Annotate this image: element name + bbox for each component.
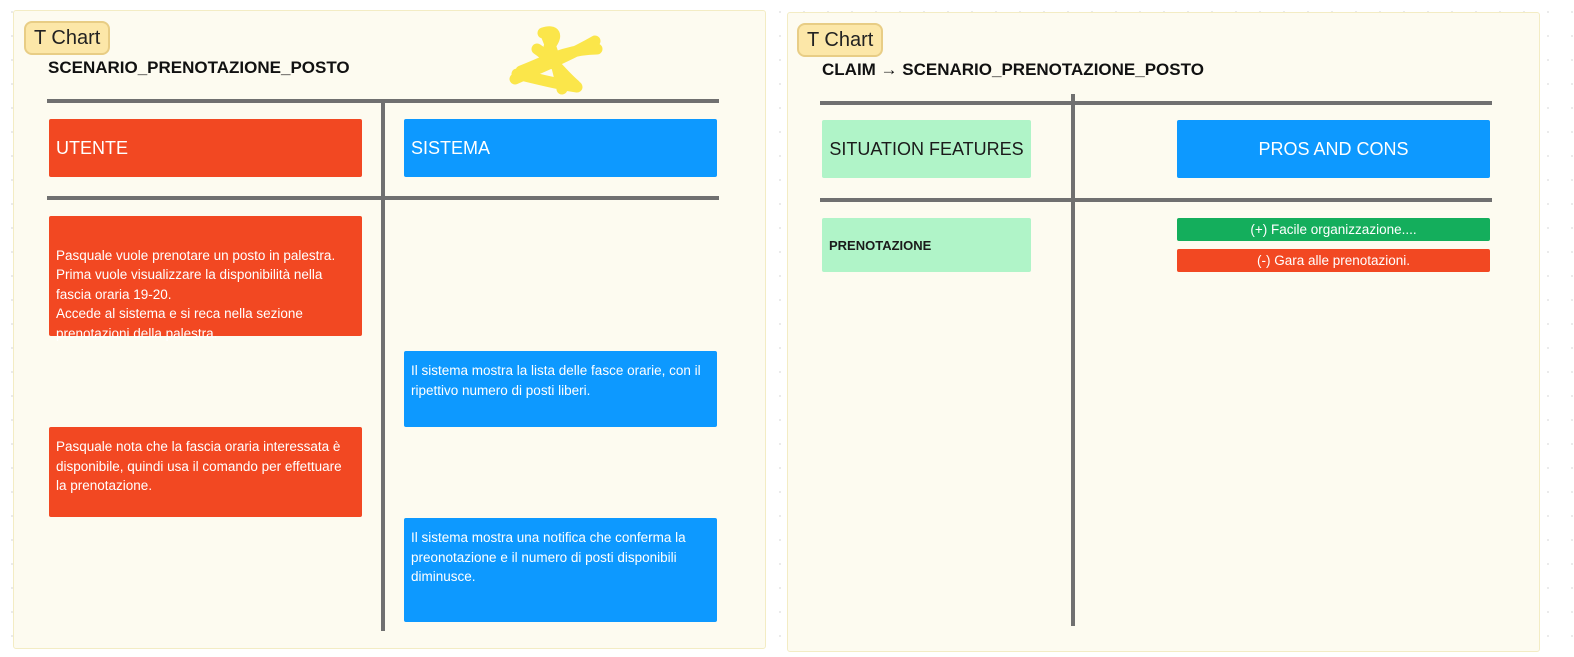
situation-features-label: SITUATION FEATURES <box>829 138 1024 159</box>
sistema-header-label: SISTEMA <box>411 137 491 158</box>
system-step-text: Il sistema mostra la lista delle fasce o… <box>411 363 701 398</box>
situation-features-header[interactable]: SITUATION FEATURES <box>822 120 1031 178</box>
feature-label: PRENOTAZIONE <box>829 237 932 253</box>
system-step-card[interactable]: Il sistema mostra la lista delle fasce o… <box>404 351 717 427</box>
sistema-header[interactable]: SISTEMA <box>404 119 717 177</box>
right-header-divider <box>820 198 1492 202</box>
highlighter-scribble[interactable] <box>507 19 607 99</box>
con-item[interactable]: (-) Gara alle prenotazioni. <box>1177 249 1490 272</box>
pros-and-cons-header[interactable]: PROS AND CONS <box>1177 120 1490 178</box>
pro-item[interactable]: (+) Facile organizzazione.... <box>1177 218 1490 241</box>
user-step-text: Pasquale vuole prenotare un posto in pal… <box>56 247 336 341</box>
user-step-card[interactable]: Pasquale nota che la fascia oraria inter… <box>49 427 362 517</box>
con-label: (-) Gara alle prenotazioni. <box>1256 253 1411 268</box>
left-center-divider <box>381 99 385 631</box>
right-frame-tag[interactable]: T Chart <box>797 23 884 57</box>
pros-and-cons-label: PROS AND CONS <box>1258 138 1409 159</box>
user-step-card[interactable]: Pasquale vuole prenotare un posto in pal… <box>49 216 362 341</box>
feature-card[interactable]: PRENOTAZIONE <box>822 218 1031 272</box>
pro-label: (+) Facile organizzazione.... <box>1250 222 1417 237</box>
system-step-text: Il sistema mostra una notifica che confe… <box>411 530 686 584</box>
utente-header[interactable]: UTENTE <box>49 119 362 177</box>
right-center-divider <box>1071 94 1075 626</box>
right-top-divider <box>820 101 1492 105</box>
left-frame-tag[interactable]: T Chart <box>24 21 111 55</box>
right-t-chart-frame[interactable]: T Chart CLAIM → SCENARIO_PRENOTAZIONE_PO… <box>787 12 1540 652</box>
utente-header-label: UTENTE <box>56 137 128 158</box>
left-chart-title: SCENARIO_PRENOTAZIONE_POSTO <box>48 58 350 77</box>
left-t-chart-frame[interactable]: T Chart SCENARIO_PRENOTAZIONE_POSTO UTEN… <box>13 10 766 649</box>
system-step-card[interactable]: Il sistema mostra una notifica che confe… <box>404 518 717 622</box>
user-step-text: Pasquale nota che la fascia oraria inter… <box>56 439 342 493</box>
right-chart-title: CLAIM → SCENARIO_PRENOTAZIONE_POSTO <box>822 60 1204 79</box>
